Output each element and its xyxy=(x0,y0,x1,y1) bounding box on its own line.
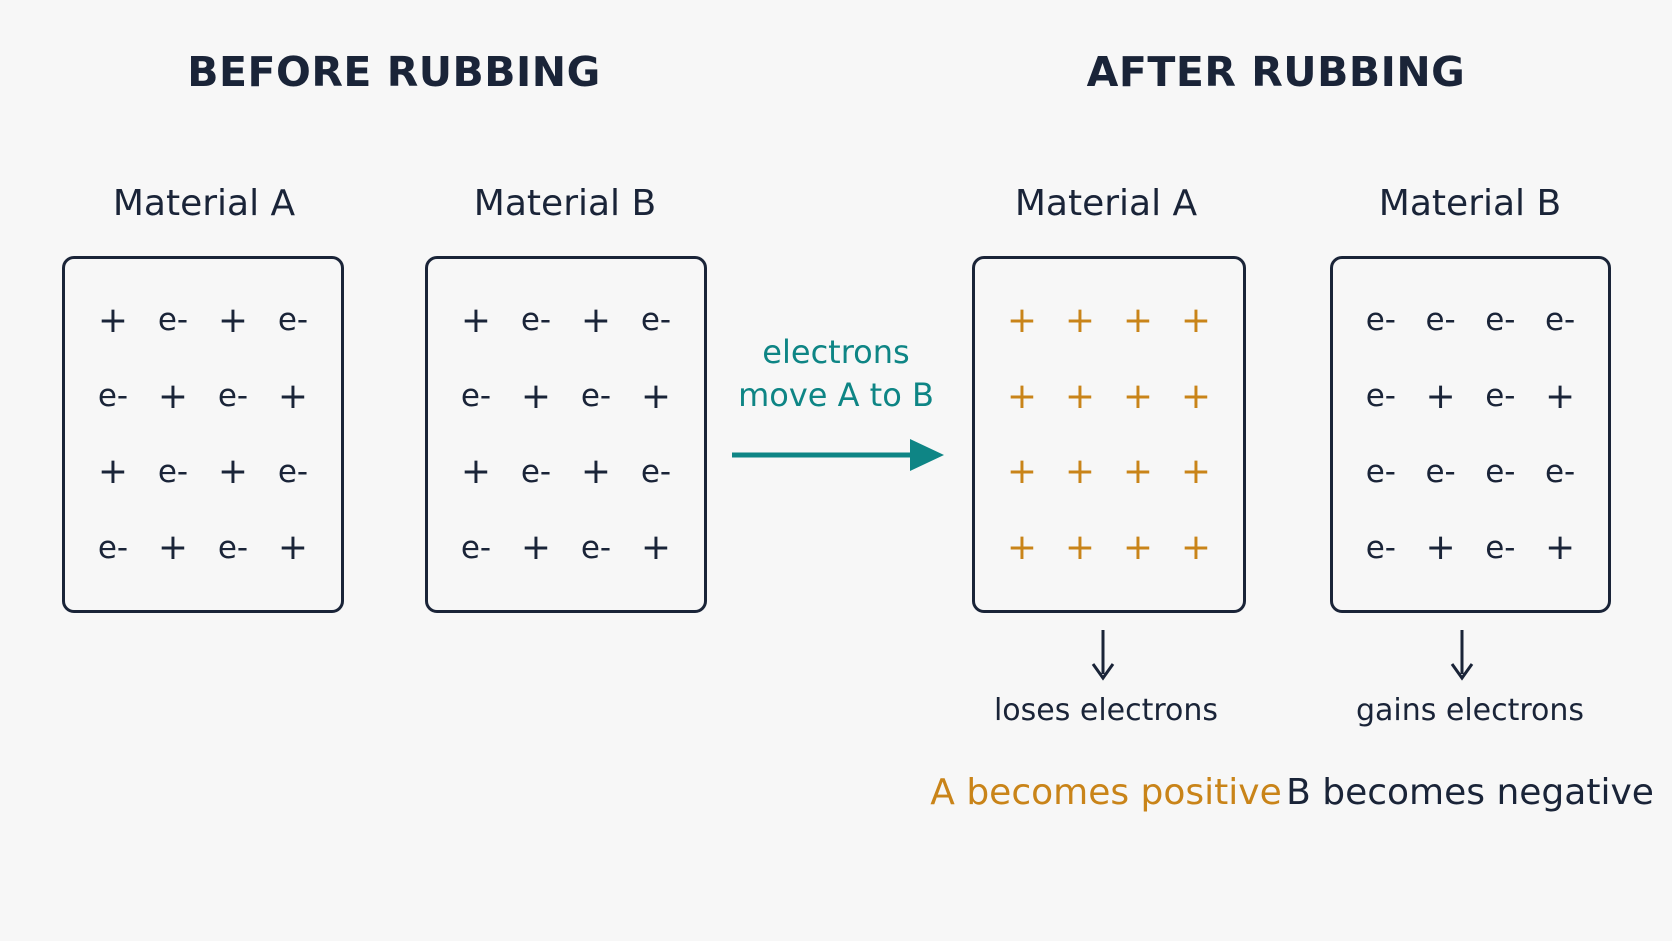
positive-charge-symbol: + xyxy=(157,375,189,417)
electron-symbol: e- xyxy=(1485,453,1516,490)
positive-charge-symbol: + xyxy=(1425,527,1456,569)
charge-grid: e-e-e-e-e- + e- + e-e-e-e-e- + e- + xyxy=(1333,259,1608,610)
electron-symbol: e- xyxy=(1365,302,1396,339)
electron-symbol: e- xyxy=(460,529,492,566)
electron-symbol: e- xyxy=(157,302,189,339)
electron-symbol: e- xyxy=(580,529,612,566)
positive-charge-symbol: + xyxy=(520,375,552,417)
electron-symbol: e- xyxy=(460,378,492,415)
positive-charge-symbol: + xyxy=(460,299,492,341)
positive-charge-symbol: + xyxy=(1122,527,1154,569)
material-a-result: A becomes positive xyxy=(930,772,1282,813)
positive-charge-symbol: + xyxy=(1064,375,1096,417)
electron-symbol: e- xyxy=(1365,378,1396,415)
positive-charge-symbol: + xyxy=(217,299,249,341)
electron-symbol: e- xyxy=(157,453,189,490)
positive-charge-symbol: + xyxy=(1122,451,1154,493)
after-material-b-label: Material B xyxy=(1378,183,1562,224)
after-material-a-box: + + + + + + + + + + + + + + + + xyxy=(972,256,1246,613)
electron-symbol: e- xyxy=(1485,378,1516,415)
positive-charge-symbol: + xyxy=(97,451,129,493)
before-material-b-label: Material B xyxy=(473,183,657,224)
positive-charge-symbol: + xyxy=(1545,527,1576,569)
positive-charge-symbol: + xyxy=(1180,527,1212,569)
positive-charge-symbol: + xyxy=(1064,299,1096,341)
positive-charge-symbol: + xyxy=(460,451,492,493)
positive-charge-symbol: + xyxy=(157,527,189,569)
after-rubbing-title: AFTER RUBBING xyxy=(1086,48,1466,96)
positive-charge-symbol: + xyxy=(1180,451,1212,493)
electron-symbol: e- xyxy=(520,453,552,490)
electron-symbol: e- xyxy=(1365,453,1396,490)
positive-charge-symbol: + xyxy=(520,527,552,569)
down-arrow-icon xyxy=(1091,630,1115,681)
electron-symbol: e- xyxy=(97,378,129,415)
electron-symbol: e- xyxy=(1544,302,1576,339)
charge-grid: + e- + e-e- + e- + + e- + e-e- + e- + xyxy=(65,259,341,610)
positive-charge-symbol: + xyxy=(217,451,249,493)
positive-charge-symbol: + xyxy=(1180,299,1212,341)
positive-charge-symbol: + xyxy=(1006,527,1038,569)
positive-charge-symbol: + xyxy=(1064,527,1096,569)
positive-charge-symbol: + xyxy=(1425,375,1456,417)
electron-symbol: e- xyxy=(97,529,129,566)
positive-charge-symbol: + xyxy=(580,299,612,341)
electron-symbol: e- xyxy=(520,302,552,339)
charge-grid: + e- + e-e- + e- + + e- + e-e- + e- + xyxy=(428,259,704,610)
positive-charge-symbol: + xyxy=(1064,451,1096,493)
positive-charge-symbol: + xyxy=(1180,375,1212,417)
down-arrow-icon xyxy=(1450,630,1474,681)
material-b-result: B becomes negative xyxy=(1286,772,1654,813)
positive-charge-symbol: + xyxy=(1006,451,1038,493)
after-material-b-box: e-e-e-e-e- + e- + e-e-e-e-e- + e- + xyxy=(1330,256,1611,613)
electron-symbol: e- xyxy=(640,302,672,339)
electron-transfer-label-line2: move A to B xyxy=(738,376,934,414)
material-a-note: loses electrons xyxy=(993,693,1219,728)
positive-charge-symbol: + xyxy=(97,299,129,341)
positive-charge-symbol: + xyxy=(1006,375,1038,417)
electron-transfer-label-line1: electrons xyxy=(762,333,910,371)
positive-charge-symbol: + xyxy=(277,375,309,417)
electron-symbol: e- xyxy=(1365,529,1396,566)
right-arrow-icon xyxy=(732,439,944,471)
positive-charge-symbol: + xyxy=(640,527,672,569)
before-material-a-box: + e- + e-e- + e- + + e- + e-e- + e- + xyxy=(62,256,344,613)
electron-symbol: e- xyxy=(640,453,672,490)
charge-grid: + + + + + + + + + + + + + + + + xyxy=(975,259,1243,610)
positive-charge-symbol: + xyxy=(1122,375,1154,417)
positive-charge-symbol: + xyxy=(1006,299,1038,341)
electron-symbol: e- xyxy=(277,453,309,490)
electron-symbol: e- xyxy=(1544,453,1576,490)
electron-symbol: e- xyxy=(1485,302,1516,339)
before-material-a-label: Material A xyxy=(112,183,296,224)
positive-charge-symbol: + xyxy=(580,451,612,493)
electron-symbol: e- xyxy=(217,378,249,415)
electron-symbol: e- xyxy=(1425,302,1456,339)
electron-symbol: e- xyxy=(277,302,309,339)
after-material-a-label: Material A xyxy=(1014,183,1198,224)
positive-charge-symbol: + xyxy=(640,375,672,417)
electron-symbol: e- xyxy=(580,378,612,415)
positive-charge-symbol: + xyxy=(1545,375,1576,417)
electron-symbol: e- xyxy=(217,529,249,566)
before-material-b-box: + e- + e-e- + e- + + e- + e-e- + e- + xyxy=(425,256,707,613)
positive-charge-symbol: + xyxy=(1122,299,1154,341)
material-b-note: gains electrons xyxy=(1355,693,1585,728)
positive-charge-symbol: + xyxy=(277,527,309,569)
electron-symbol: e- xyxy=(1485,529,1516,566)
before-rubbing-title: BEFORE RUBBING xyxy=(187,48,601,96)
electron-symbol: e- xyxy=(1425,453,1456,490)
